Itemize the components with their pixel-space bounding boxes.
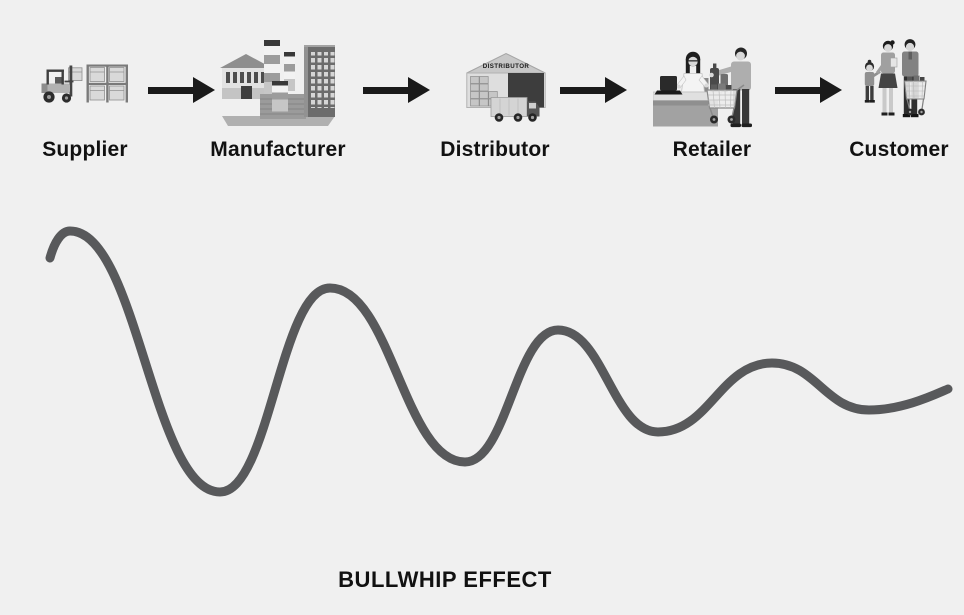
arrow-shaft bbox=[560, 86, 609, 94]
stage-supplier: Supplier bbox=[20, 10, 150, 180]
arrow-head bbox=[605, 77, 627, 103]
warehouse-truck-icon: DISTRIBUTOR bbox=[466, 52, 546, 122]
stage-distributor: DISTRIBUTOR Distributor bbox=[420, 10, 570, 180]
arrow-head bbox=[820, 77, 842, 103]
factory-icon bbox=[220, 40, 335, 126]
stage-label-retailer: Retailer bbox=[672, 138, 752, 161]
stage-retailer: Retailer bbox=[637, 10, 787, 180]
distributor-sign-text: DISTRIBUTOR bbox=[483, 63, 530, 70]
arrow-head bbox=[408, 77, 430, 103]
stage-customer: Customer bbox=[824, 10, 964, 180]
bullwhip-curve-path bbox=[45, 226, 953, 497]
arrow-shaft bbox=[148, 86, 197, 94]
stage-label-distributor: Distributor bbox=[440, 138, 550, 161]
stage-label-manufacturer: Manufacturer bbox=[210, 138, 346, 161]
flow-arrow-retailer-to-customer bbox=[775, 77, 842, 103]
flow-arrow-supplier-to-manufacturer bbox=[148, 77, 215, 103]
flow-arrow-manufacturer-to-distributor bbox=[363, 77, 430, 103]
arrow-head bbox=[193, 77, 215, 103]
family-shopping-cart-icon bbox=[864, 39, 927, 118]
stage-label-customer: Customer bbox=[849, 138, 949, 161]
stage-label-supplier: Supplier bbox=[42, 138, 128, 161]
stage-manufacturer: Manufacturer bbox=[203, 10, 353, 180]
diagram-title: BULLWHIP EFFECT bbox=[338, 567, 552, 592]
flow-arrow-distributor-to-retailer bbox=[560, 77, 627, 103]
arrow-shaft bbox=[775, 86, 824, 94]
forklift-warehouse-icon bbox=[41, 64, 128, 103]
arrow-shaft bbox=[363, 86, 412, 94]
checkout-counter-icon bbox=[653, 47, 752, 128]
